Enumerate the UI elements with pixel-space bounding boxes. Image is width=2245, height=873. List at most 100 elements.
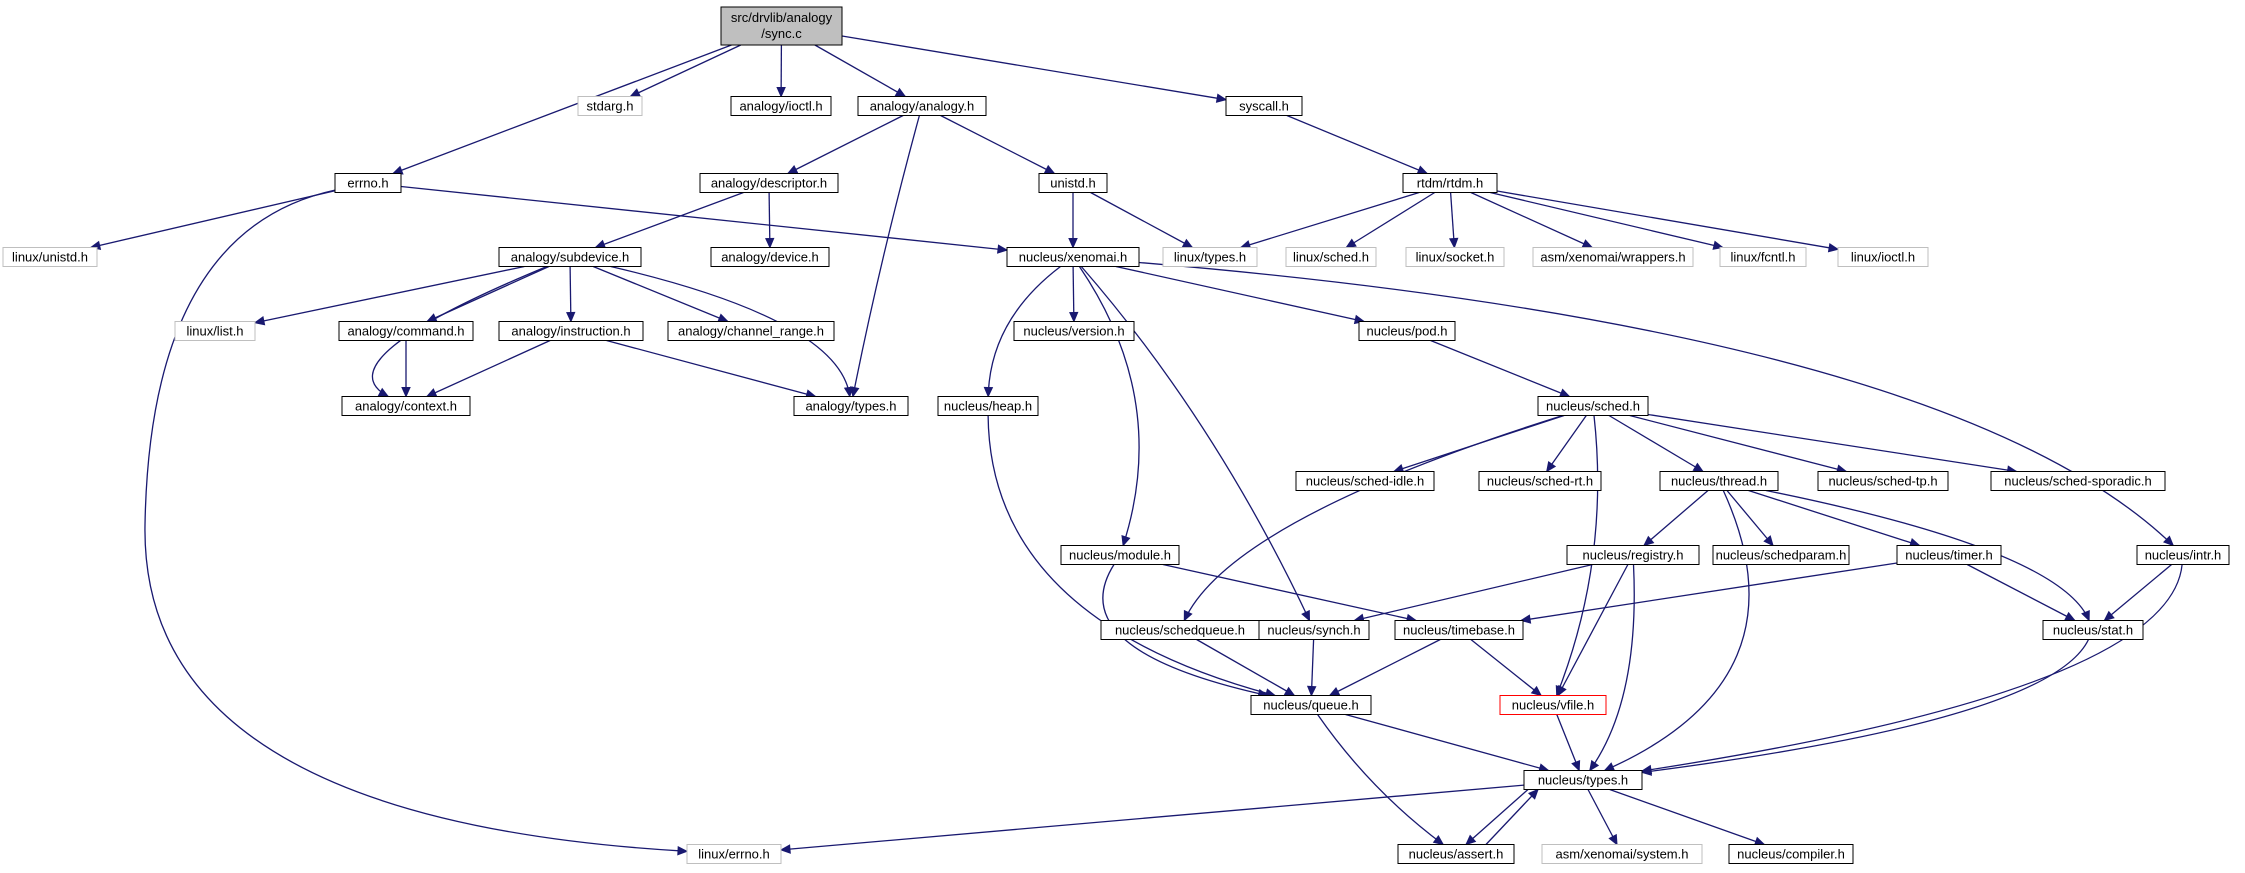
node-nucleus-registry[interactable]: nucleus/registry.h [1566, 545, 1700, 565]
node-linux-list[interactable]: linux/list.h [174, 321, 256, 341]
node-analogy-descriptor[interactable]: analogy/descriptor.h [699, 173, 839, 193]
node-nucleus-sched-sporadic[interactable]: nucleus/sched-sporadic.h [1990, 471, 2166, 491]
node-analogy-context[interactable]: analogy/context.h [341, 396, 471, 416]
node-analogy-ioctl[interactable]: analogy/ioctl.h [730, 96, 832, 116]
node-linux-fcntl[interactable]: linux/fcntl.h [1719, 247, 1807, 267]
arrowhead [779, 844, 791, 854]
arrowhead [1465, 834, 1477, 846]
edge-analogy-instruction-to-analogy-types [606, 339, 816, 398]
node-label: nucleus/module.h [1069, 548, 1171, 563]
node-linux-sched[interactable]: linux/sched.h [1285, 247, 1377, 267]
node-box [498, 247, 642, 267]
node-nucleus-sched-rt[interactable]: nucleus/sched-rt.h [1478, 471, 1602, 491]
edge-nucleus-sched-to-nucleus-sched-rt [1546, 415, 1587, 472]
root-node-label-line2: /sync.c [761, 26, 802, 41]
arrowhead [629, 88, 641, 98]
arrowhead [776, 87, 786, 98]
node-box [730, 96, 832, 116]
edge-analogy-instruction-to-analogy-context [426, 339, 551, 398]
node-nucleus-synch[interactable]: nucleus/synch.h [1258, 620, 1370, 640]
arrowhead [786, 164, 799, 175]
node-label: nucleus/sched.h [1546, 399, 1640, 414]
node-nucleus-version[interactable]: nucleus/version.h [1013, 321, 1135, 341]
node-asm-system[interactable]: asm/xenomai/system.h [1541, 844, 1703, 864]
edge-nucleus-registry-to-nucleus-types [1589, 564, 1635, 771]
arrowhead [1608, 833, 1618, 846]
node-nucleus-vfile[interactable]: nucleus/vfile.h [1499, 695, 1607, 715]
node-errno[interactable]: errno.h [334, 173, 402, 193]
edge-rtdm-to-linux-ioctl [1496, 190, 1839, 250]
edge-nucleus-registry-to-nucleus-synch [1354, 563, 1593, 622]
node-linux-socket[interactable]: linux/socket.h [1405, 247, 1505, 267]
edge-nucleus-sched-to-nucleus-thread [1608, 414, 1704, 473]
node-nucleus-sched-tp[interactable]: nucleus/sched-tp.h [1817, 471, 1949, 491]
node-analogy-types[interactable]: analogy/types.h [793, 396, 909, 416]
node-root-sync-c[interactable]: src/drvlib/analogy /sync.c [720, 6, 843, 46]
node-analogy-subdevice[interactable]: analogy/subdevice.h [498, 247, 642, 267]
arrowhead [1069, 311, 1079, 323]
node-box [577, 96, 643, 116]
node-nucleus-schedqueue[interactable]: nucleus/schedqueue.h [1100, 620, 1260, 640]
node-rtdm[interactable]: rtdm/rtdm.h [1402, 173, 1498, 193]
node-nucleus-timebase[interactable]: nucleus/timebase.h [1394, 620, 1524, 640]
node-linux-unistd[interactable]: linux/unistd.h [2, 247, 98, 267]
node-nucleus-heap[interactable]: nucleus/heap.h [937, 396, 1039, 416]
node-analogy-analogy[interactable]: analogy/analogy.h [857, 96, 987, 116]
edge-root-to-stdarg [630, 44, 742, 98]
edge-nucleus-registry-to-nucleus-vfile [1557, 564, 1629, 696]
edge-nucleus-sched-to-nucleus-schedqueue [1183, 414, 1563, 621]
node-nucleus-sched[interactable]: nucleus/sched.h [1537, 396, 1649, 416]
node-nucleus-stat[interactable]: nucleus/stat.h [2042, 620, 2144, 640]
edge-rtdm-to-linux-sched [1345, 191, 1436, 249]
node-nucleus-pod[interactable]: nucleus/pod.h [1358, 321, 1456, 341]
node-nucleus-queue[interactable]: nucleus/queue.h [1250, 695, 1372, 715]
node-nucleus-sched-idle[interactable]: nucleus/sched-idle.h [1295, 471, 1435, 491]
node-label: analogy/command.h [347, 324, 464, 339]
arrowhead [253, 316, 266, 326]
node-asm-wrappers[interactable]: asm/xenomai/wrappers.h [1532, 247, 1694, 267]
node-analogy-device[interactable]: analogy/device.h [710, 247, 830, 267]
arrowhead [894, 87, 907, 98]
node-nucleus-thread[interactable]: nucleus/thread.h [1659, 471, 1779, 491]
arrowhead [594, 239, 607, 249]
node-label: syscall.h [1239, 99, 1289, 114]
node-stdarg[interactable]: stdarg.h [577, 96, 643, 116]
node-label: nucleus/version.h [1023, 324, 1124, 339]
node-nucleus-types[interactable]: nucleus/types.h [1523, 770, 1643, 790]
edge-nucleus-xenomai-to-nucleus-module [1078, 266, 1140, 546]
nodes-layer: src/drvlib/analogy /sync.c stdarg.h analo… [2, 6, 2230, 864]
node-linux-types[interactable]: linux/types.h [1162, 247, 1258, 267]
node-syscall[interactable]: syscall.h [1225, 96, 1303, 116]
node-nucleus-assert[interactable]: nucleus/assert.h [1397, 844, 1515, 864]
node-analogy-instruction[interactable]: analogy/instruction.h [498, 321, 644, 341]
node-label: unistd.h [1050, 176, 1096, 191]
node-box [857, 96, 987, 116]
node-nucleus-intr[interactable]: nucleus/intr.h [2136, 545, 2230, 565]
node-box [341, 396, 471, 416]
arrowhead [1589, 759, 1600, 772]
arrowhead [1530, 685, 1543, 697]
node-box [2, 247, 98, 267]
edge-nucleus-queue-to-nucleus-assert [1317, 714, 1444, 846]
node-nucleus-xenomai[interactable]: nucleus/xenomai.h [1006, 247, 1140, 267]
node-nucleus-compiler[interactable]: nucleus/compiler.h [1728, 844, 1854, 864]
node-label: linux/types.h [1174, 250, 1246, 265]
node-nucleus-timer[interactable]: nucleus/timer.h [1896, 545, 2002, 565]
node-label: analogy/ioctl.h [739, 99, 822, 114]
node-unistd[interactable]: unistd.h [1038, 173, 1108, 193]
node-nucleus-schedparam[interactable]: nucleus/schedparam.h [1712, 545, 1850, 565]
node-linux-errno[interactable]: linux/errno.h [686, 844, 782, 864]
node-box [2136, 545, 2230, 565]
edge-nucleus-xenomai-to-nucleus-heap [987, 265, 1061, 397]
node-label: nucleus/types.h [1538, 773, 1628, 788]
node-label: nucleus/thread.h [1671, 474, 1767, 489]
edge-rtdm-to-linux-fcntl [1490, 191, 1723, 249]
node-box [1817, 471, 1949, 491]
arrowhead [1416, 165, 1429, 175]
node-nucleus-module[interactable]: nucleus/module.h [1060, 545, 1180, 565]
node-linux-ioctl[interactable]: linux/ioctl.h [1837, 247, 1929, 267]
node-analogy-channel-range[interactable]: analogy/channel_range.h [667, 321, 835, 341]
node-analogy-command[interactable]: analogy/command.h [338, 321, 474, 341]
arrowhead [1640, 766, 1652, 776]
node-box [1499, 695, 1607, 715]
